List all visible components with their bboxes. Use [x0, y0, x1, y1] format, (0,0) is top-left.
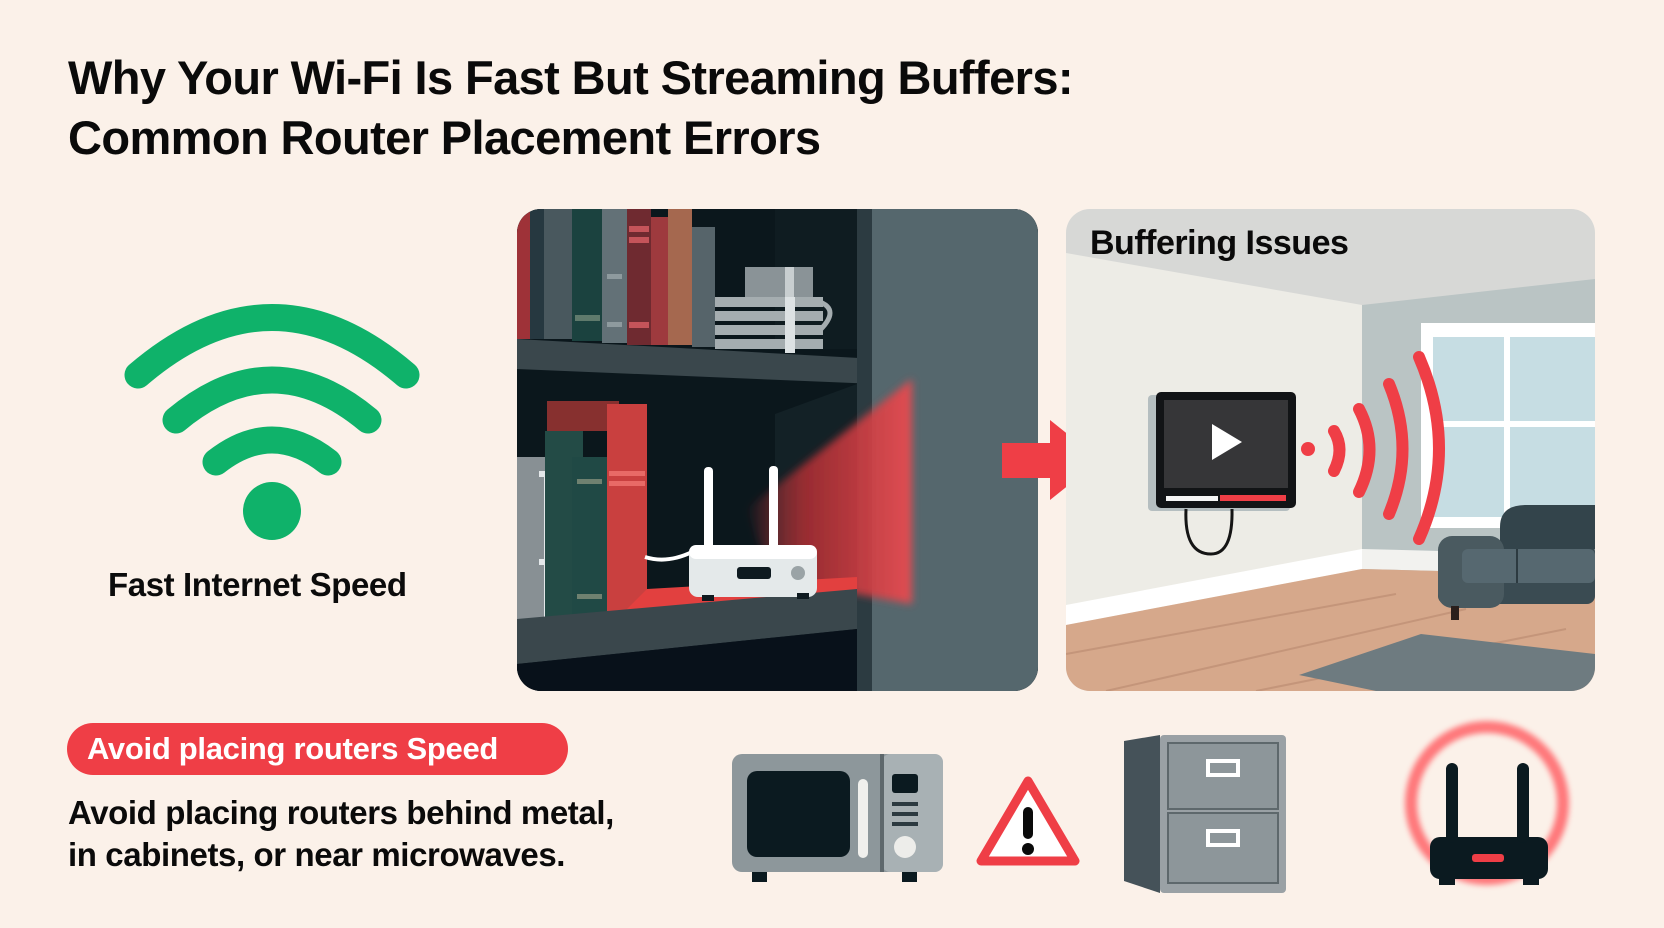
page-title: Why Your Wi-Fi Is Fast But Streaming Buf… — [68, 48, 1268, 168]
title-line-2: Common Router Placement Errors — [68, 111, 821, 164]
wifi-icon — [124, 304, 420, 540]
filing-cabinet-icon — [1124, 735, 1286, 893]
tip-badge: Avoid placing routers Speed — [67, 723, 568, 775]
router-alert-icon — [1405, 721, 1569, 885]
tip-line-2: in cabinets, or near microwaves. — [68, 836, 566, 873]
buffering-room-scene: Buffering Issues — [1066, 209, 1595, 691]
title-line-1: Why Your Wi-Fi Is Fast But Streaming Buf… — [68, 51, 1074, 104]
tip-line-1: Avoid placing routers behind metal, — [68, 794, 614, 831]
cabinet-illustration — [517, 209, 1038, 691]
room-illustration — [1066, 209, 1595, 691]
fast-internet-label: Fast Internet Speed — [108, 566, 407, 603]
microwave-icon — [732, 754, 943, 882]
router-in-cabinet-scene — [517, 209, 1038, 691]
arrow-right-icon — [1002, 420, 1100, 500]
buffering-issues-title: Buffering Issues — [1090, 224, 1349, 262]
warning-icon — [976, 776, 1080, 866]
tip-description: Avoid placing routers behind metal, in c… — [68, 792, 614, 876]
